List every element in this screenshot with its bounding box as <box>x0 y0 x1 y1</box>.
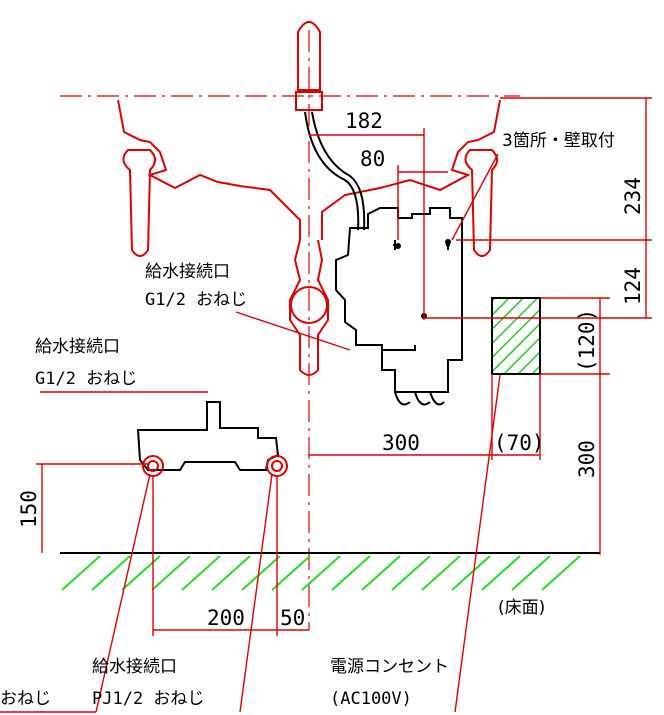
lower-supply-unit <box>136 401 280 471</box>
supply-hose <box>304 111 366 231</box>
dim-200: 200 <box>207 606 245 630</box>
wall-mount-label: 3箇所・壁取付 <box>502 131 615 151</box>
dim-300-horizontal: 300 <box>382 431 420 455</box>
supply-1-title: 給水接続口 <box>145 262 230 282</box>
dim-50: 50 <box>280 606 305 630</box>
supply-1-spec: G1/2 おねじ <box>145 290 247 310</box>
dimension-lines <box>0 97 652 713</box>
supply-2-spec: G1/2 おねじ <box>35 369 137 389</box>
dim-120: (120) <box>575 309 599 372</box>
valve-unit <box>335 207 463 406</box>
dim-300-vertical: 300 <box>575 440 599 478</box>
supply-3-title: 給水接続口 <box>92 657 177 677</box>
center-lines <box>60 30 520 630</box>
floor-label: (床面) <box>498 598 545 618</box>
dim-182: 182 <box>345 109 383 133</box>
left-cut-label: おねじ <box>0 689 51 709</box>
lower-connections <box>142 455 288 477</box>
supply-3-spec: PJ1/2 おねじ <box>92 689 204 709</box>
floor <box>60 552 600 591</box>
power-outlet-box <box>491 297 541 375</box>
dim-80: 80 <box>360 147 385 171</box>
mount-holes <box>395 239 451 319</box>
dim-70: (70) <box>494 431 545 455</box>
dim-124: 124 <box>621 267 645 305</box>
outlet-spec: (AC100V) <box>330 689 412 709</box>
outlet-title: 電源コンセント <box>330 657 449 677</box>
dim-234: 234 <box>621 177 645 215</box>
supply-2-title: 給水接続口 <box>35 337 120 357</box>
fixture-outline <box>117 21 501 376</box>
dim-150: 150 <box>17 490 41 528</box>
